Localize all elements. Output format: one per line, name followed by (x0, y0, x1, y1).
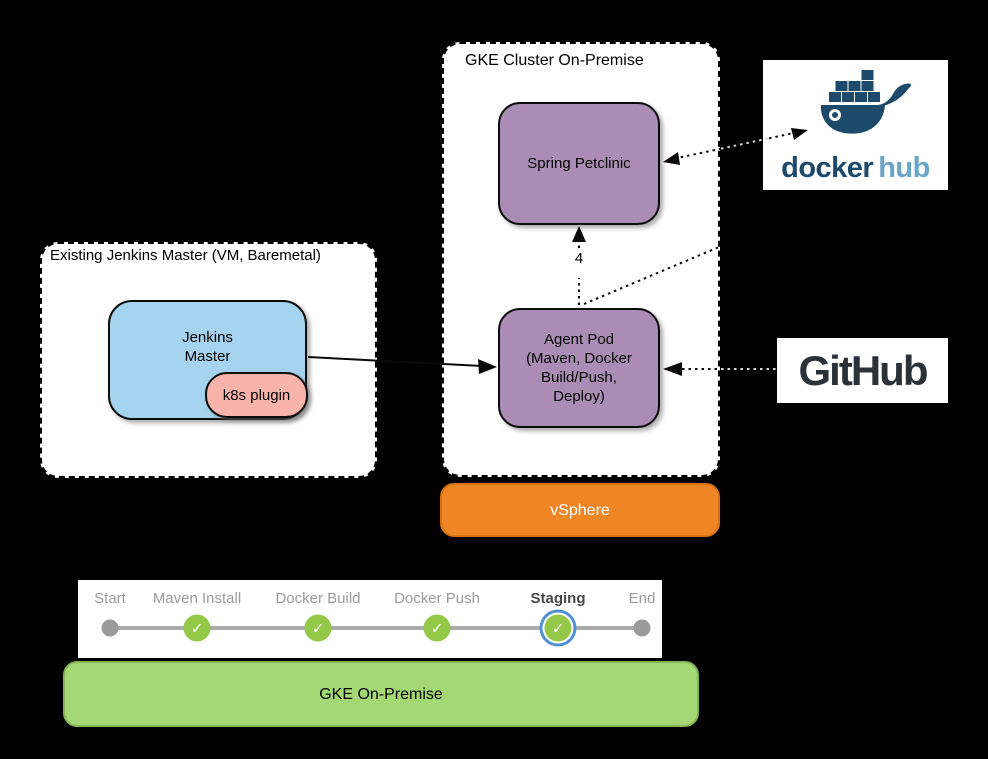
dockerhub-word-docker: docker (781, 152, 874, 184)
check-icon: ✓ (190, 619, 204, 637)
pipeline-line (110, 626, 642, 630)
pipeline-stage-label: Docker Push (394, 590, 480, 607)
dockerhub-word-hub: hub (878, 152, 930, 184)
pipeline-node-check: ✓ (183, 614, 211, 642)
agent-pod-node: Agent Pod (Maven, Docker Build/Push, Dep… (498, 308, 660, 428)
pipeline-node-check: ✓ (304, 614, 332, 642)
check-icon: ✓ (311, 619, 325, 637)
pipeline-stage-label: End (628, 590, 656, 607)
pipeline-node-check: ✓ (544, 614, 572, 642)
k8s-plugin-node: k8s plugin (205, 372, 308, 418)
docker-whale-icon (820, 70, 912, 134)
pipeline: Start Maven Install ✓ Docker Build ✓ Docker P… (78, 580, 662, 658)
pipeline-stage-label: Staging (530, 590, 586, 607)
whale-eye (829, 109, 841, 121)
pipeline-stage-label: Docker Build (275, 590, 361, 607)
check-icon: ✓ (551, 619, 565, 637)
spring-petclinic-node: Spring Petclinic (498, 102, 660, 225)
pipeline-stage-label: Start (94, 590, 126, 607)
pipeline-node-dot (633, 619, 651, 637)
jenkins-env-title: Existing Jenkins Master (VM, Baremetal) (50, 247, 321, 264)
vsphere-node: vSphere (440, 483, 720, 537)
github-wordmark: GitHub (798, 346, 929, 394)
check-icon: ✓ (430, 619, 444, 637)
pipeline-stage-label: Maven Install (152, 590, 242, 607)
gke-onpremise-node: GKE On-Premise (63, 661, 699, 727)
gke-cluster-title: GKE Cluster On-Premise (465, 52, 644, 69)
pipeline-node-check: ✓ (423, 614, 451, 642)
pipeline-node-dot (101, 619, 119, 637)
deploy-step-number: 4 (574, 250, 584, 267)
github-logo-box: GitHub (777, 338, 948, 403)
